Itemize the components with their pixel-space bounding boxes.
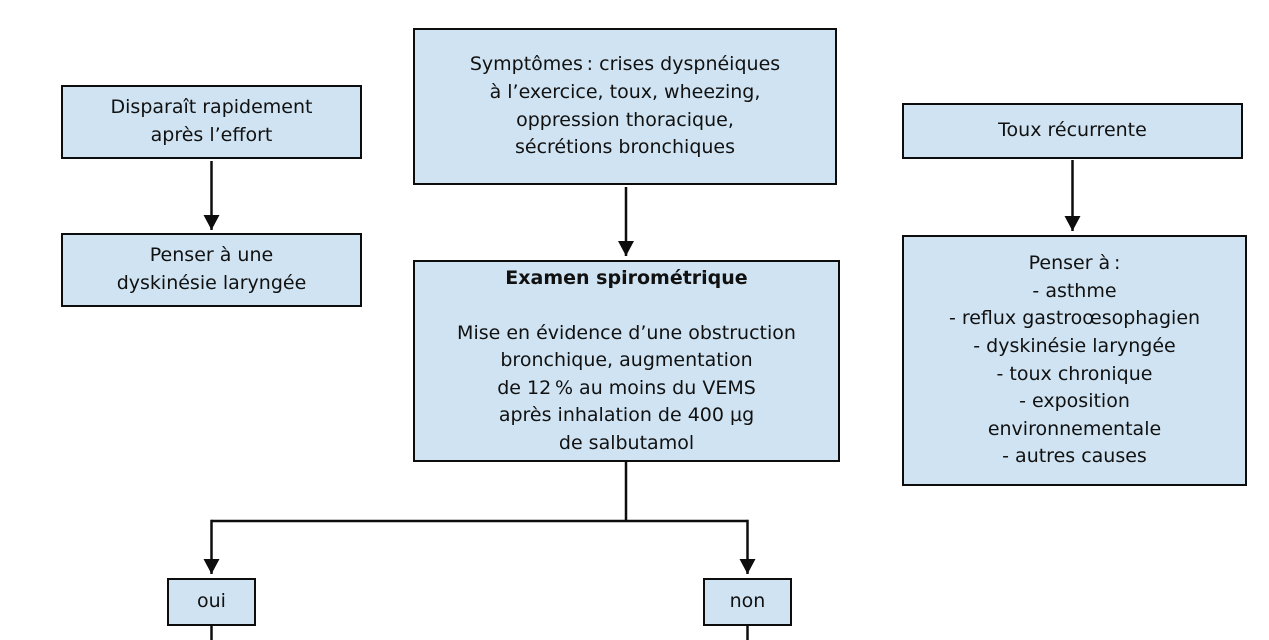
box-non: non: [703, 578, 792, 626]
box-examen-body: Mise en évidence d’une obstruction bronc…: [457, 321, 796, 454]
box-examen-title: Examen spirométrique: [505, 266, 748, 289]
box-dyskinesie: Penser à une dyskinésie laryngée: [61, 233, 362, 307]
box-examen-text: Examen spirométrique Mise en évidence d’…: [451, 235, 802, 487]
box-dyskinesie-text: Penser à une dyskinésie laryngée: [116, 244, 307, 294]
box-symptomes-text: Symptômes : crises dyspnéiques à l’exerc…: [469, 53, 781, 159]
box-disparait-text: Disparaît rapidement après l’effort: [110, 96, 313, 146]
box-examen: Examen spirométrique Mise en évidence d’…: [413, 260, 840, 462]
box-penser: Penser à : - asthme - reflux gastroœsoph…: [902, 235, 1247, 486]
box-symptomes: Symptômes : crises dyspnéiques à l’exerc…: [413, 28, 837, 185]
box-toux: Toux récurrente: [902, 103, 1243, 159]
box-penser-text: Penser à : - asthme - reflux gastroœsoph…: [948, 252, 1201, 468]
box-disparait: Disparaît rapidement après l’effort: [61, 85, 362, 159]
connector-examen-split: [211, 462, 748, 523]
box-oui: oui: [167, 578, 256, 626]
box-non-text: non: [729, 590, 766, 613]
box-toux-text: Toux récurrente: [998, 119, 1147, 142]
box-oui-text: oui: [197, 590, 226, 613]
